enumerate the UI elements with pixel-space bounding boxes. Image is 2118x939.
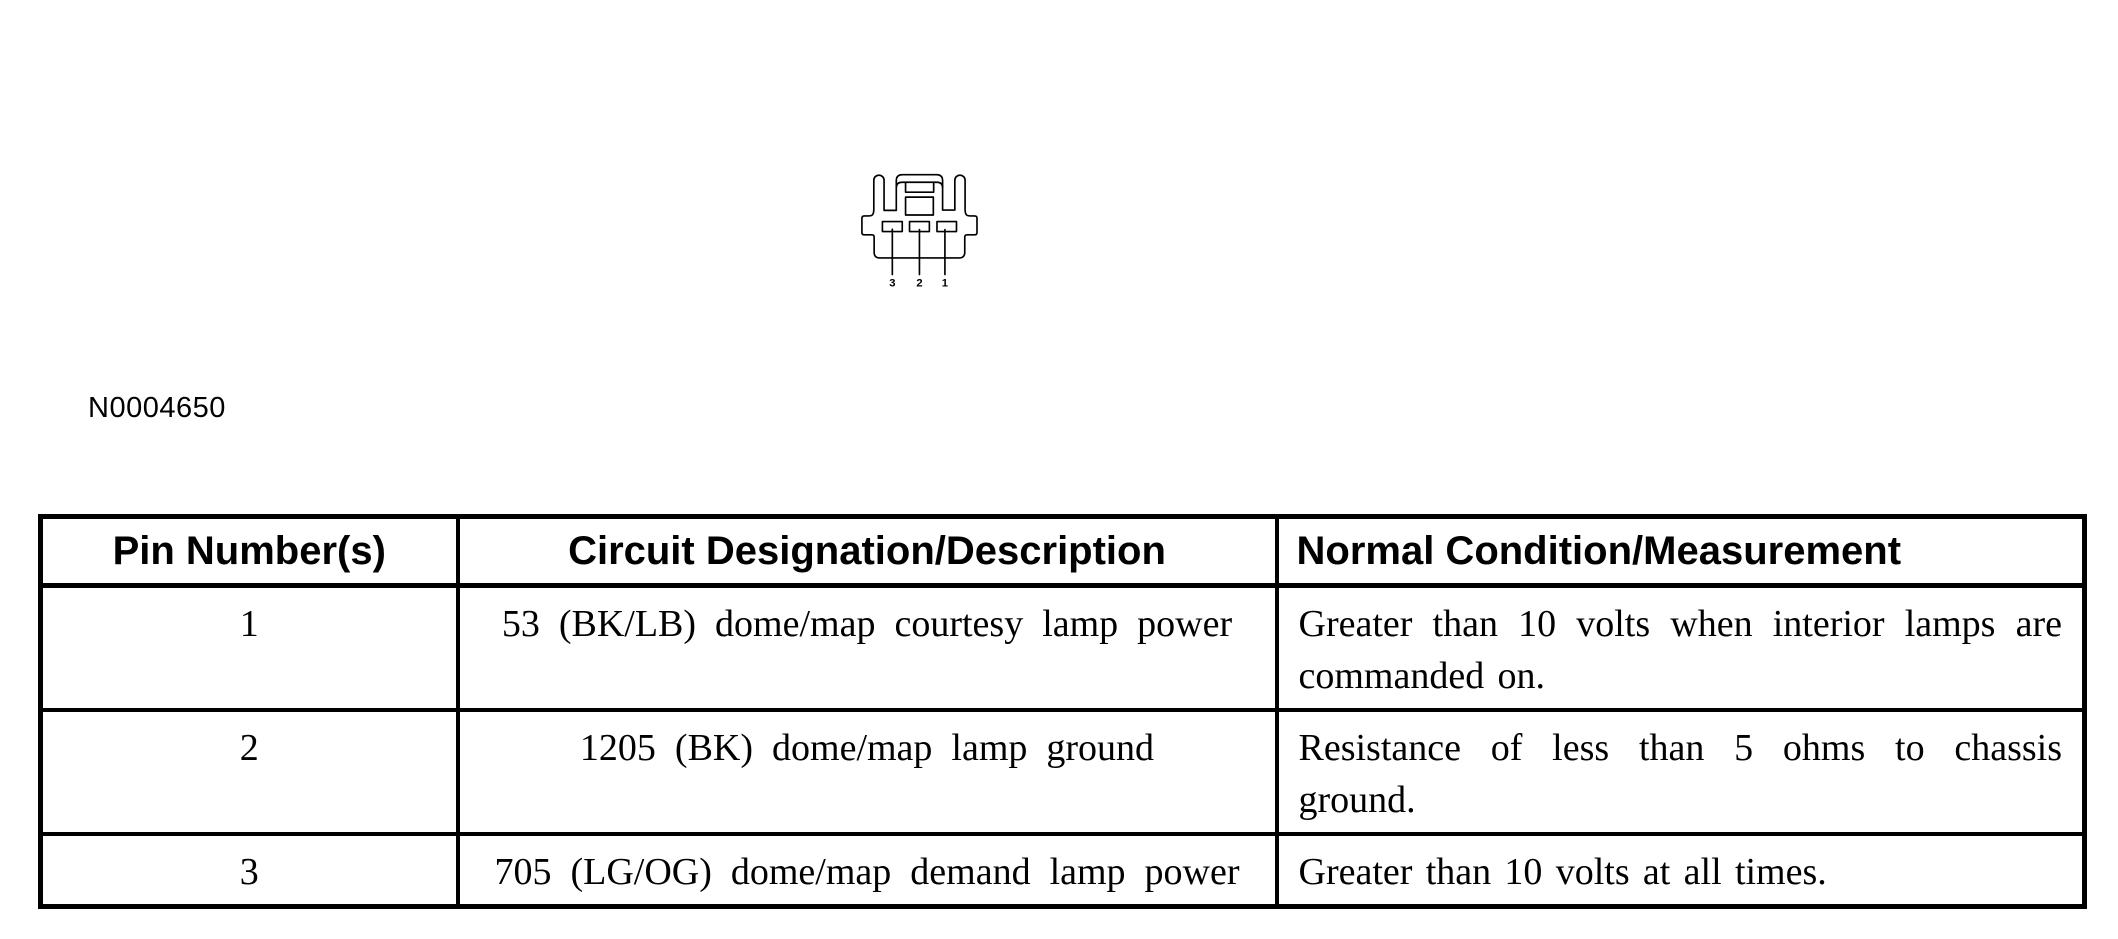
circuit-description-cell: 705 (LG/OG) dome/map demand lamp power bbox=[455, 832, 1279, 909]
header-pin-numbers: Pin Number(s) bbox=[38, 514, 460, 588]
header-normal-condition: Normal Condition/Measurement bbox=[1274, 514, 2087, 588]
pin-label-2: 2 bbox=[916, 277, 922, 289]
header-circuit-designation: Circuit Designation/Description bbox=[455, 514, 1279, 588]
connector-outline bbox=[861, 173, 978, 259]
normal-condition-cell: Greater than 10 volts when interior lamp… bbox=[1274, 583, 2087, 712]
normal-condition-cell: Greater than 10 volts at all times. bbox=[1274, 832, 2087, 909]
connector-svg: 3 2 1 bbox=[861, 173, 978, 289]
normal-condition-cell: Resistance of less than 5 ohms to chassi… bbox=[1274, 708, 2087, 836]
pin-number-cell: 2 bbox=[38, 708, 460, 836]
pin-label-1: 1 bbox=[942, 277, 948, 289]
figure-caption: N0004650 bbox=[88, 392, 226, 424]
circuit-description-cell: 53 (BK/LB) dome/map courtesy lamp power bbox=[455, 583, 1279, 712]
table-header-row: Pin Number(s) Circuit Designation/Descri… bbox=[38, 514, 2087, 588]
pin-number-cell: 3 bbox=[38, 832, 460, 909]
latch-lower-slot bbox=[904, 196, 935, 216]
connector-figure: 3 2 1 bbox=[850, 45, 1270, 425]
table-row: 2 1205 (BK) dome/map lamp ground Resista… bbox=[38, 708, 2087, 836]
circuit-description-cell: 1205 (BK) dome/map lamp ground bbox=[455, 708, 1279, 836]
table-row: 1 53 (BK/LB) dome/map courtesy lamp powe… bbox=[38, 583, 2087, 712]
pin-label-3: 3 bbox=[889, 277, 895, 289]
pin-slot-1 bbox=[936, 220, 958, 233]
pin-number-cell: 1 bbox=[38, 583, 460, 712]
latch-inner-line bbox=[895, 181, 944, 189]
pinout-table: Pin Number(s) Circuit Designation/Descri… bbox=[38, 514, 2087, 909]
table-row: 3 705 (LG/OG) dome/map demand lamp power… bbox=[38, 832, 2087, 909]
latch-window-icon bbox=[904, 182, 935, 194]
